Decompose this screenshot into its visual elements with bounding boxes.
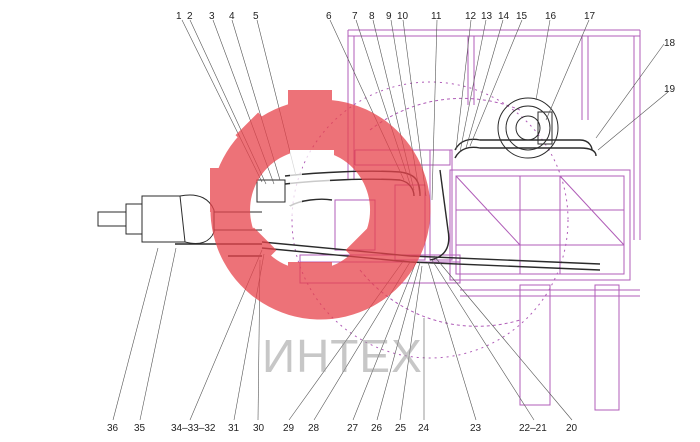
callout-11: 11 <box>431 11 442 22</box>
callout-19: 19 <box>664 84 676 95</box>
callout-8: 8 <box>369 11 375 22</box>
top-callouts: 1 2 3 4 5 6 7 8 9 10 11 12 13 14 15 16 1… <box>176 11 596 22</box>
callout-10: 10 <box>397 11 409 22</box>
callout-27: 27 <box>347 423 359 434</box>
intech-logo <box>210 90 431 320</box>
callout-22-21: 22–21 <box>519 423 547 434</box>
callout-2: 2 <box>187 11 193 22</box>
callout-28: 28 <box>308 423 320 434</box>
callout-34-33-32: 34–33–32 <box>171 423 216 434</box>
callout-15: 15 <box>516 11 528 22</box>
callout-7: 7 <box>352 11 358 22</box>
bottom-callouts: 36 35 34–33–32 31 30 29 28 27 26 25 24 2… <box>107 423 578 434</box>
callout-31: 31 <box>228 423 240 434</box>
callout-6: 6 <box>326 11 332 22</box>
callout-23: 23 <box>470 423 482 434</box>
callout-18: 18 <box>664 38 676 49</box>
callout-35: 35 <box>134 423 146 434</box>
callout-13: 13 <box>481 11 493 22</box>
slew-motor <box>497 97 559 159</box>
callout-25: 25 <box>395 423 407 434</box>
callout-9: 9 <box>386 11 392 22</box>
callout-20: 20 <box>566 423 578 434</box>
callout-16: 16 <box>545 11 557 22</box>
callout-14: 14 <box>498 11 510 22</box>
callout-3: 3 <box>209 11 215 22</box>
machine-frame <box>291 29 641 411</box>
callout-24: 24 <box>418 423 430 434</box>
callout-26: 26 <box>371 423 383 434</box>
right-callouts: 18 19 <box>664 38 676 95</box>
watermark-text: ИНТЕХ <box>262 330 423 382</box>
callout-17: 17 <box>584 11 596 22</box>
callout-30: 30 <box>253 423 265 434</box>
callout-4: 4 <box>229 11 235 22</box>
callout-29: 29 <box>283 423 295 434</box>
callout-5: 5 <box>253 11 259 22</box>
callout-1: 1 <box>176 11 182 22</box>
callout-36: 36 <box>107 423 119 434</box>
callout-12: 12 <box>465 11 477 22</box>
